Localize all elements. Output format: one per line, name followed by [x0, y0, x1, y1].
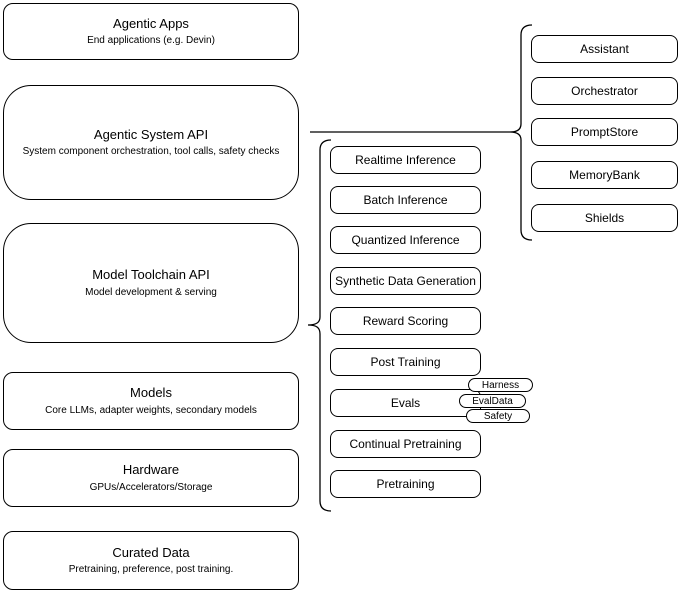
node-title: Model Toolchain API: [92, 267, 210, 283]
toolchain-item-realtime-inference: Realtime Inference: [330, 146, 481, 174]
eval-tag-label: EvalData: [472, 395, 513, 407]
component-label: PromptStore: [570, 125, 639, 139]
node-title: Agentic System API: [93, 126, 209, 142]
toolchain-item-continual-pretraining: Continual Pretraining: [330, 430, 481, 458]
toolchain-bracket: [307, 139, 332, 512]
component-label: MemoryBank: [569, 168, 640, 182]
eval-tag-evaldata: EvalData: [459, 394, 526, 408]
eval-tag-label: Safety: [483, 410, 513, 422]
toolchain-item-label: Batch Inference: [363, 193, 448, 207]
toolchain-item-evals: Evals: [330, 389, 481, 417]
toolchain-item-batch-inference: Batch Inference: [330, 186, 481, 214]
component-shields: Shields: [531, 204, 678, 232]
node-subtitle: System component orchestration, tool cal…: [22, 146, 280, 158]
component-orchestrator: Orchestrator: [531, 77, 678, 105]
node-title: Curated Data: [112, 544, 190, 560]
toolchain-item-post-training: Post Training: [330, 348, 481, 376]
toolchain-item-label: Evals: [390, 396, 421, 410]
node-title: Hardware: [122, 462, 180, 478]
toolchain-item-synthetic-data-generation: Synthetic Data Generation: [330, 267, 481, 295]
node-subtitle: Model development & serving: [85, 286, 217, 298]
component-label: Shields: [584, 211, 625, 225]
eval-tag-label: Harness: [481, 379, 520, 391]
toolchain-item-pretraining: Pretraining: [330, 470, 481, 498]
toolchain-item-label: Post Training: [370, 355, 441, 369]
node-agentic-system-api: Agentic System API System component orch…: [3, 85, 299, 200]
node-subtitle: GPUs/Accelerators/Storage: [89, 481, 213, 493]
component-label: Assistant: [580, 42, 629, 56]
component-memorybank: MemoryBank: [531, 161, 678, 189]
eval-tag-safety: Safety: [466, 409, 530, 423]
node-title: Agentic Apps: [113, 15, 189, 31]
node-hardware: Hardware GPUs/Accelerators/Storage: [3, 449, 299, 507]
toolchain-item-reward-scoring: Reward Scoring: [330, 307, 481, 335]
toolchain-item-quantized-inference: Quantized Inference: [330, 226, 481, 254]
eval-tag-harness: Harness: [468, 378, 533, 392]
node-models: Models Core LLMs, adapter weights, secon…: [3, 372, 299, 430]
node-title: Models: [130, 385, 172, 401]
toolchain-item-label: Quantized Inference: [351, 233, 460, 247]
node-subtitle: Pretraining, preference, post training.: [68, 564, 234, 576]
node-model-toolchain-api: Model Toolchain API Model development & …: [3, 223, 299, 343]
component-label: Orchestrator: [571, 84, 638, 98]
toolchain-item-label: Pretraining: [376, 477, 435, 491]
components-bracket: [509, 24, 533, 241]
component-promptstore: PromptStore: [531, 118, 678, 146]
toolchain-item-label: Continual Pretraining: [349, 437, 462, 451]
node-subtitle: End applications (e.g. Devin): [87, 35, 215, 47]
toolchain-item-label: Realtime Inference: [355, 153, 456, 167]
node-subtitle: Core LLMs, adapter weights, secondary mo…: [45, 404, 257, 416]
node-agentic-apps: Agentic Apps End applications (e.g. Devi…: [3, 3, 299, 60]
node-curated-data: Curated Data Pretraining, preference, po…: [3, 531, 299, 590]
toolchain-item-label: Reward Scoring: [362, 314, 449, 328]
toolchain-item-label: Synthetic Data Generation: [335, 274, 476, 288]
component-assistant: Assistant: [531, 35, 678, 63]
